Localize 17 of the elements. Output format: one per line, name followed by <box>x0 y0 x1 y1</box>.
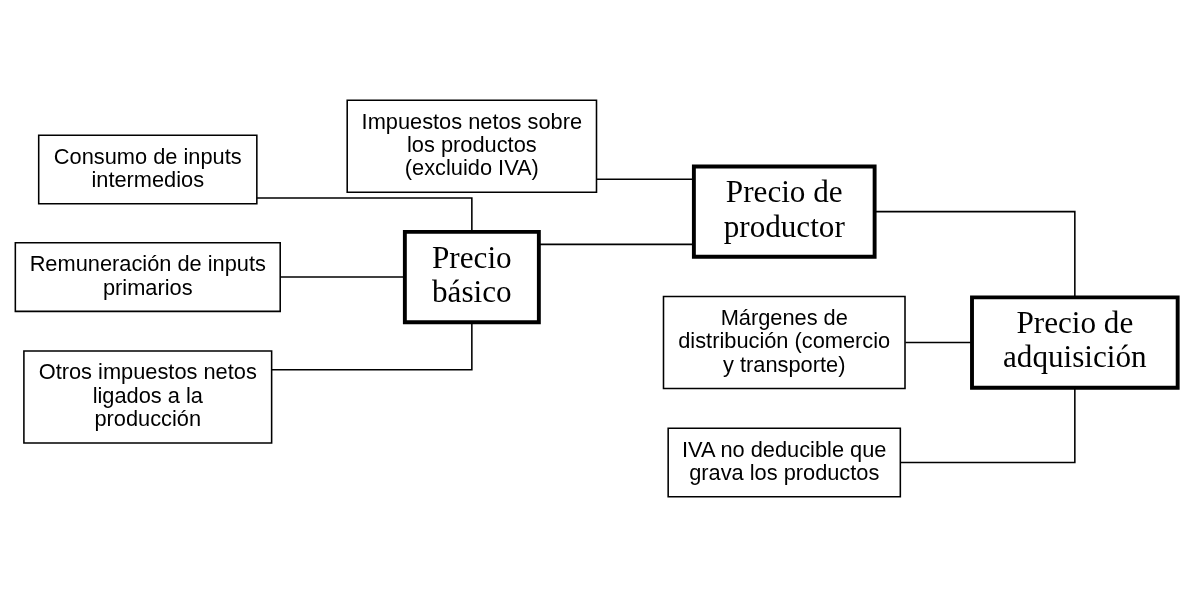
connector <box>538 243 695 245</box>
connector <box>279 275 406 278</box>
connector <box>899 386 1076 463</box>
connector <box>256 196 473 232</box>
connector <box>270 321 473 371</box>
node-box: Márgenes de distribución (comercio y transporte) <box>662 295 906 389</box>
node-box: Otros impuestos netos ligados a la producción <box>23 349 273 444</box>
node-box: Precio básico <box>402 229 541 324</box>
node-box: Impuestos netos sobre los productos (excluido IVA) <box>346 98 598 193</box>
node-box: IVA no deducible que grava los productos <box>667 426 902 498</box>
node-box: Remuneración de inputs primarios <box>14 241 281 312</box>
connector <box>874 210 1076 297</box>
connector <box>904 341 973 343</box>
node-box: Precio de productor <box>691 164 877 259</box>
node-box: Precio de adquisición <box>970 294 1180 390</box>
connector <box>595 178 695 180</box>
node-box: Consumo de inputs intermedios <box>37 134 258 205</box>
